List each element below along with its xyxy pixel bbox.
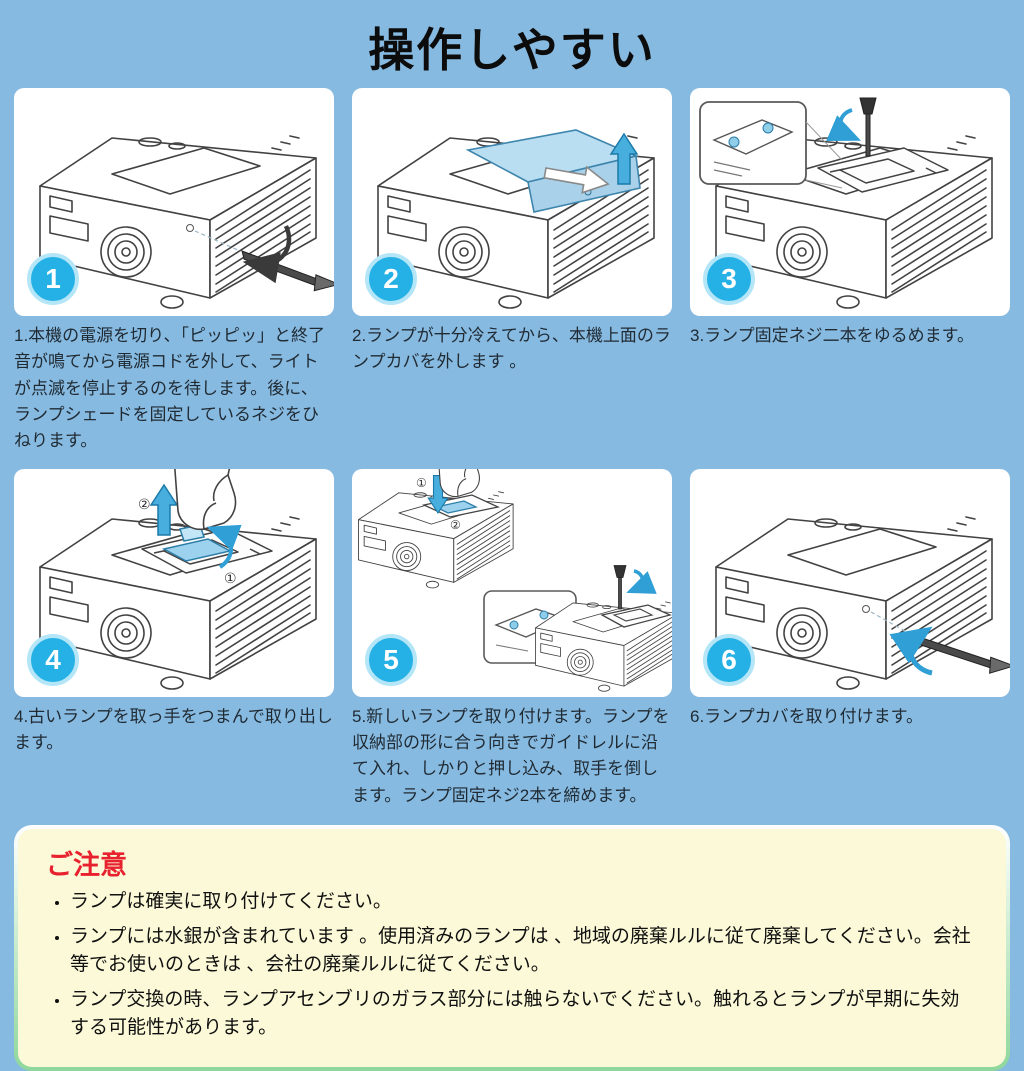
annotation-2: ②: [450, 518, 461, 532]
steps-grid: 1 1.本機の電源を切り、「ピッピッ」と終了音が鳴てから電源コドを外して、ライト…: [0, 88, 1024, 809]
screw-hole: [186, 224, 194, 232]
slide-arrow-icon: [543, 165, 610, 194]
step-3-illustration: [699, 97, 993, 309]
step-2-number-badge: 2: [365, 253, 417, 305]
step-4-caption: 4.古いランプを取っ手をつまんで取り出します。: [14, 706, 333, 753]
guide-line: [194, 230, 241, 252]
step-6-caption: 6.ランプカバを取り付けます。: [690, 706, 923, 726]
notice-box: ご注意 ランプは確実に取り付けてください。 ランプには水銀が含まれています 。使…: [14, 825, 1010, 1071]
lamp-bay-mini: [421, 494, 501, 518]
step-2-image: 2: [352, 88, 672, 316]
step-6-illustration: [715, 515, 1010, 690]
step-5-image: ① ② 5: [352, 468, 672, 697]
turn-arrow-icon: [206, 524, 242, 569]
step-6-image: 6: [690, 468, 1010, 697]
curved-arrow-icon: [889, 626, 933, 676]
step-1: 1 1.本機の電源を切り、「ピッピッ」と終了音が鳴てから電源コドを外して、ライト…: [14, 88, 334, 455]
turn-arrow-icon: [826, 108, 862, 141]
page-title: 操作しやすい: [368, 24, 656, 76]
turn-arrow-icon: [626, 569, 657, 594]
guide-line: [870, 611, 915, 637]
step-4: ② ① 4 4.古いランプを取っ手をつまんで取り出します。: [14, 468, 334, 809]
lamp-bay-mini-2: [600, 604, 672, 628]
step-1-image: 1: [14, 88, 334, 316]
screw-hole: [862, 604, 870, 613]
notice-item-1: ランプは確実に取り付けてください。: [70, 888, 978, 917]
step-5-number-badge: 5: [365, 633, 417, 686]
projector-drawing: [715, 515, 993, 690]
notice-item-3: ランプ交換の時、ランプアセンブリのガラス部分には触らないでください。触れるとラン…: [70, 986, 978, 1043]
notice-content: ご注意 ランプは確実に取り付けてください。 ランプには水銀が含まれています 。使…: [18, 829, 1006, 1067]
step-2-caption: 2.ランプが十分冷えてから、本機上面のランプカバを外します 。: [352, 326, 671, 372]
step-1-illustration: [39, 135, 334, 309]
step-4-illustration: ② ①: [39, 468, 317, 690]
step-5: ① ② 5 5.新しいランプを取り付けます: [352, 468, 672, 809]
hand-illustration: [173, 468, 237, 530]
step-3-number-badge: 3: [703, 253, 755, 305]
step-3-caption: 3.ランプ固定ネジ二本をゆるめます。: [690, 326, 974, 345]
annotation-1: ①: [224, 570, 237, 586]
projector-drawing: [39, 135, 317, 309]
step-5-illustration: ① ②: [358, 468, 672, 692]
step-4-image: ② ① 4: [14, 468, 334, 697]
notice-title: ご注意: [46, 850, 127, 881]
step-1-number-badge: 1: [27, 253, 79, 305]
inset-detail-box: [699, 101, 843, 189]
step-4-number-badge: 4: [27, 633, 79, 686]
step-2-illustration: [377, 129, 655, 309]
step-3: 3 3.ランプ固定ネジ二本をゆるめます。: [690, 88, 1010, 455]
step-6: 6 6.ランプカバを取り付けます。: [690, 468, 1010, 809]
hand-illustration: [437, 468, 480, 497]
step-6-number-badge: 6: [703, 633, 755, 686]
notice-item-2: ランプには水銀が含まれています 。使用済みのランプは 、地域の廃棄ルルに従て廃棄…: [70, 923, 978, 980]
annotation-2: ②: [138, 496, 151, 512]
step-5-caption: 5.新しいランプを取り付けます。ランプを収納部の形に合う向きでガイドレルに沿て入…: [352, 706, 670, 805]
screwdriver-icon: [613, 564, 627, 610]
annotation-1: ①: [416, 476, 427, 490]
step-1-caption: 1.本機の電源を切り、「ピッピッ」と終了音が鳴てから電源コドを外して、ライトが点…: [14, 326, 325, 451]
notice-list: ランプは確実に取り付けてください。 ランプには水銀が含まれています 。使用済みの…: [46, 888, 978, 1043]
step-3-image: 3: [690, 88, 1010, 316]
step-2: 2 2.ランプが十分冷えてから、本機上面のランプカバを外します 。: [352, 88, 672, 455]
curved-arrow-icon: [242, 225, 292, 284]
